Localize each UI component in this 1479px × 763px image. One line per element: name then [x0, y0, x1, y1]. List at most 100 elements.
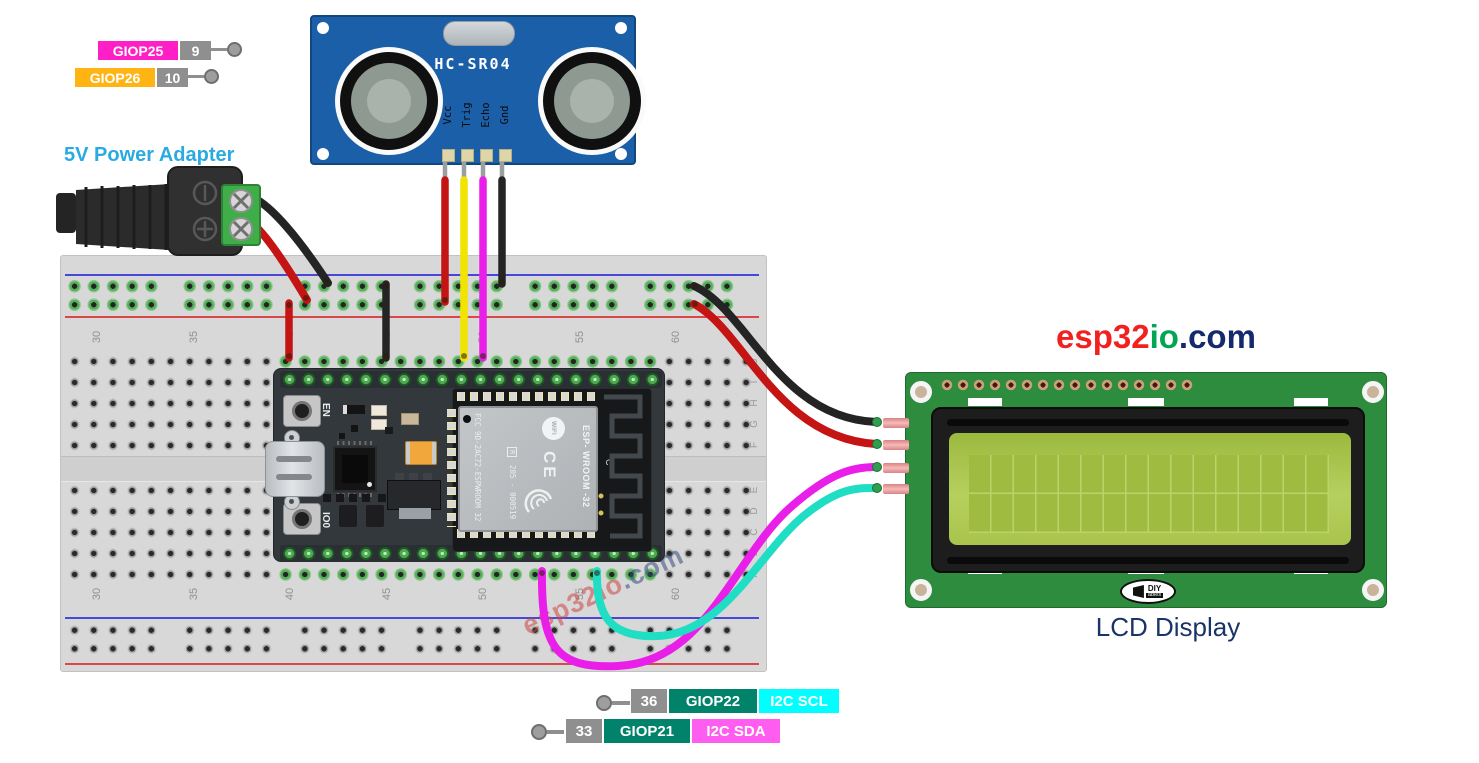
shield-dot [463, 415, 471, 423]
sensor-pin-pad [461, 149, 474, 162]
module-pads-left [447, 409, 456, 527]
sensor-transducer-right [538, 47, 646, 155]
i2c-sda-signal-label: I2C SDA [692, 719, 780, 743]
row-letter: A [748, 570, 760, 578]
transistor [366, 505, 384, 527]
hcsr04-sensor: HC-SR04 Vcc Trig Echo Gnd [310, 15, 646, 165]
i2c-sda-pin-dot [531, 724, 547, 740]
lcd-character-grid [969, 455, 1329, 533]
lcd-bezel [931, 407, 1365, 573]
en-button [283, 395, 321, 427]
column-number: 30 [91, 330, 103, 344]
column-number: 60 [670, 330, 682, 344]
micro-usb-connector [265, 441, 325, 497]
smd-cap [362, 494, 370, 502]
en-button-label: EN [320, 403, 331, 417]
lcd-tab [1128, 398, 1164, 406]
column-number: 35 [188, 587, 200, 601]
i2c-scl-gpio-label: GIOP22 [669, 689, 757, 713]
column-number: 55 [574, 330, 586, 344]
power-adapter [56, 166, 261, 256]
lcd-mount-hole [910, 381, 932, 403]
module-pads-top [457, 392, 598, 401]
i2c-scl-pin-number: 36 [631, 689, 667, 713]
smd-component [401, 413, 419, 425]
esp32-board: EN IO0 [265, 368, 665, 562]
breadboard-top-rail-holes [65, 277, 757, 314]
lcd-pin [883, 440, 909, 450]
smd-component [371, 419, 387, 430]
regulator-tab [399, 508, 431, 519]
sensor-pin-pad [442, 149, 455, 162]
wifi-logo-text: WiFi [550, 421, 557, 435]
column-number: 60 [670, 587, 682, 601]
row-letter: G [748, 420, 760, 428]
giop25-pin-number: 9 [180, 41, 211, 60]
wifi-logo [542, 417, 565, 440]
row-letter: B [748, 549, 760, 557]
sensor-pin-label-trig: Trig [461, 102, 473, 128]
lcd-mount-hole [1362, 381, 1384, 403]
diyables-logo-top: DIY [1147, 583, 1162, 593]
i2c-scl-signal-label: I2C SCL [759, 689, 839, 713]
module-reg-mark: R [507, 447, 517, 458]
site-logo-green: io [1149, 318, 1179, 355]
i2c-sda-pin-wire [547, 730, 564, 734]
regulator-leg [409, 473, 418, 481]
giop26-pin-dot [204, 69, 219, 84]
chip-pins [337, 441, 373, 445]
voltage-regulator [387, 480, 441, 510]
column-number: 35 [188, 330, 200, 344]
ce-mark: CE [540, 451, 559, 481]
giop26-pin-wire [188, 75, 204, 78]
site-logo-red: esp32 [1056, 318, 1150, 355]
lcd-module: DIY ables [883, 372, 1387, 608]
power-adapter-label: 5V Power Adapter [64, 144, 235, 166]
row-letter: I [748, 380, 760, 384]
lcd-header-holes [939, 378, 1195, 392]
site-logo-navy: .com [1178, 318, 1256, 355]
smd-component [385, 427, 393, 434]
sensor-pin-label-vcc: Vcc [442, 105, 454, 125]
row-letter: E [748, 486, 760, 494]
column-number: 50 [477, 587, 489, 601]
lcd-caption: LCD Display [1095, 612, 1241, 642]
sensor-pin-label-gnd: Gnd [499, 105, 511, 125]
i2c-scl-pin-wire [612, 701, 630, 705]
smd-component [351, 425, 358, 432]
smd-cap [336, 494, 344, 502]
breadboard-rail-line-red-top [65, 316, 759, 318]
lcd-screen [949, 433, 1351, 545]
column-number: 40 [284, 587, 296, 601]
module-serial-text: 205 - 000519 [508, 465, 517, 520]
wire-tip [872, 462, 882, 472]
sensor-transducer-left [335, 47, 443, 155]
site-logo: esp32io.com [1056, 318, 1256, 356]
module-fcc-text: FCC 9D-2AC72-ESPWROOM 32 [473, 413, 482, 522]
giop25-pin-dot [227, 42, 242, 57]
module-pads-bottom [457, 529, 598, 538]
column-number: 40 [284, 330, 296, 344]
breadboard-grid-top-highlight [276, 350, 662, 372]
i2c-sda-gpio-label: GIOP21 [604, 719, 690, 743]
column-number: 45 [381, 330, 393, 344]
row-letter: C [748, 528, 760, 536]
esp32-top-header [280, 371, 662, 388]
module-name-text: ESP- WROOM -32 [581, 425, 591, 508]
breadboard-bottom-rail-holes [65, 621, 757, 658]
lcd-tab [1294, 398, 1328, 406]
wire-tip [872, 439, 882, 449]
breadboard-rail-line-red-bottom [65, 663, 759, 665]
smd-cap [378, 494, 386, 502]
regulator-leg [395, 473, 404, 481]
lcd-pin [883, 463, 909, 473]
smd-component [339, 433, 345, 439]
io0-button-label: IO0 [320, 512, 331, 529]
smd-cap [323, 494, 331, 502]
giop26-pin-number: 10 [157, 68, 188, 87]
sensor-mount-hole [615, 148, 627, 160]
module-c-mark: C [604, 459, 614, 466]
sensor-mount-hole [317, 22, 329, 34]
giop25-pin-wire [211, 48, 227, 51]
sensor-mount-hole [317, 148, 329, 160]
